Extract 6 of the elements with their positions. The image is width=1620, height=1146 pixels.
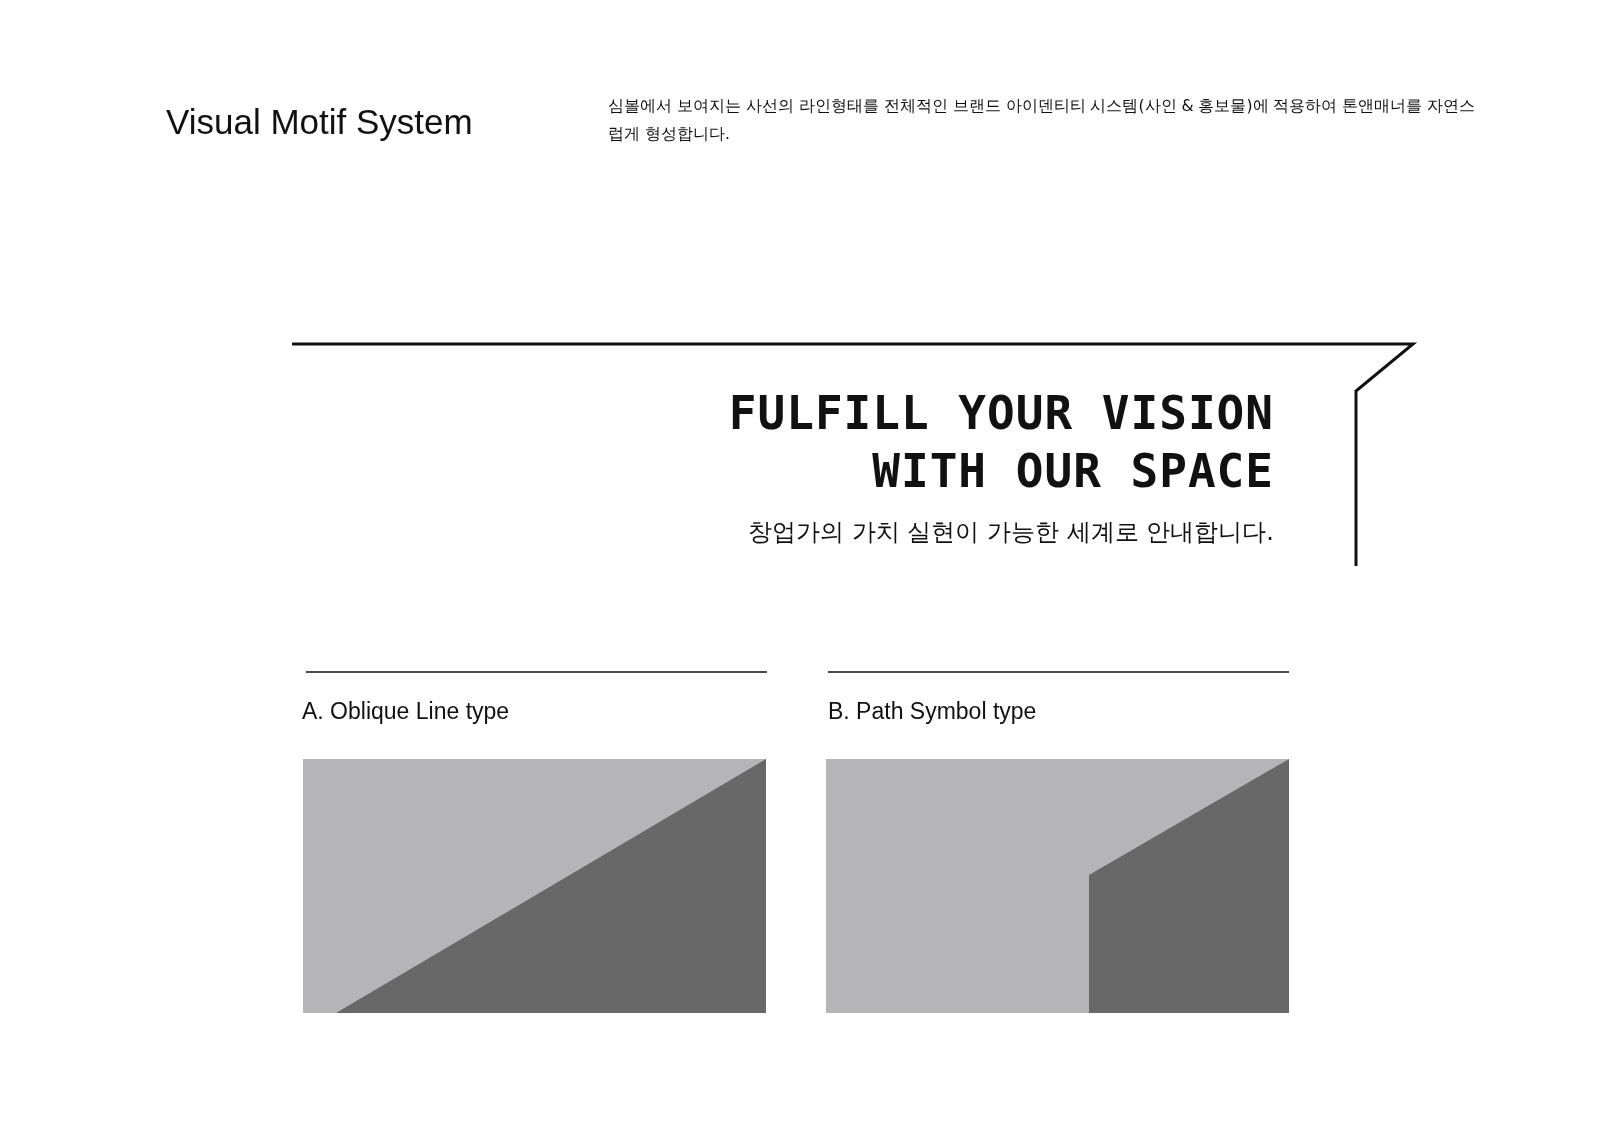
- section-heading: B. Path Symbol type: [828, 698, 1037, 725]
- page-title: Visual Motif System: [166, 102, 473, 142]
- slogan-heading: FULFILL YOUR VISION WITH OUR SPACE: [727, 385, 1274, 500]
- slogan-subtitle: 창업가의 가치 실현이 가능한 세계로 안내합니다.: [748, 517, 1274, 548]
- description-text: 심볼에서 보여지는 사선의 라인형태를 전체적인 브랜드 아이덴티티 시스템(사인 & 홍보물)에 적용하여 톤앤매너를 자연스럽게 형성합니다.: [608, 96, 1477, 145]
- section-heading: A. Oblique Line type: [302, 698, 510, 725]
